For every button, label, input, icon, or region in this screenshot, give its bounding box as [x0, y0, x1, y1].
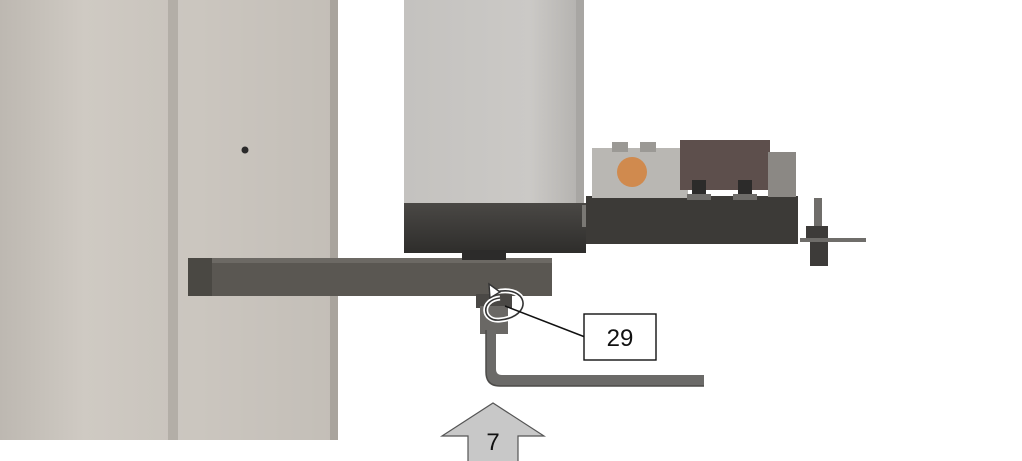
upper-block — [404, 0, 584, 205]
arrow-label: 7 — [486, 429, 499, 456]
screw-hole — [242, 147, 249, 154]
callout-29: 29 — [505, 306, 656, 360]
left-column — [0, 0, 338, 440]
dark-base — [404, 203, 596, 253]
direction-arrow-7: 7 — [442, 403, 544, 461]
callout-label: 29 — [607, 325, 634, 352]
side-mechanism — [586, 140, 866, 266]
adjustment-knob — [617, 157, 647, 187]
